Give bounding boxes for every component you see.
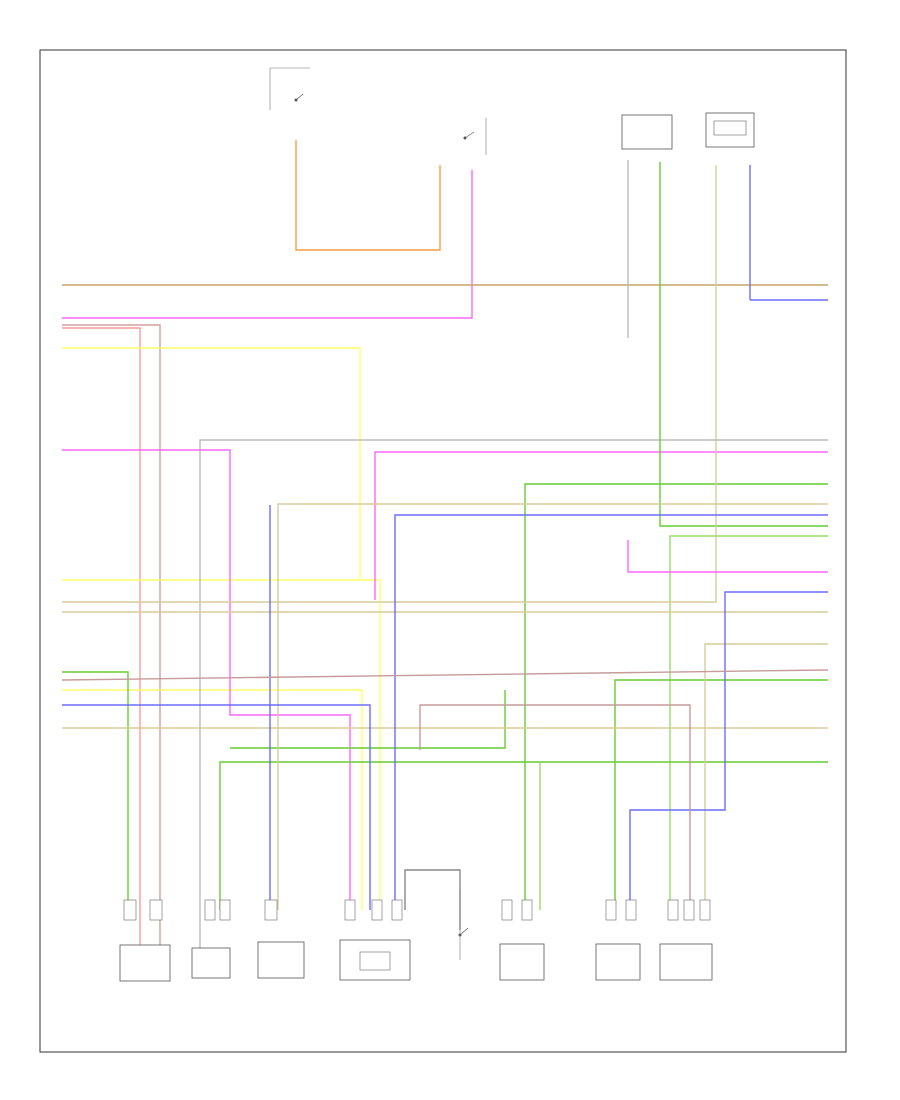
top-right-module-2-inner: [713, 120, 747, 136]
component-c2: [191, 947, 231, 979]
diagram-frame: [39, 49, 847, 1053]
wire-red-left: [62, 327, 141, 960]
wire-grey-left: [199, 439, 828, 950]
wire-green-3: [669, 535, 828, 910]
wire-tan-2: [62, 165, 717, 603]
component-c5-switch: [458, 890, 469, 960]
wire-blue-1: [394, 514, 828, 910]
wire-pink-low: [627, 540, 828, 573]
component-c1: [119, 944, 171, 982]
wire-pink-right: [374, 451, 828, 600]
wire-rose-left: [62, 324, 161, 960]
wire-green-low3: [230, 690, 506, 749]
component-c7: [595, 943, 641, 981]
wire-green-4: [614, 679, 828, 910]
wire-blue-2: [62, 704, 371, 910]
wire-rose-low: [61, 669, 829, 681]
wire-pink-mid: [62, 449, 351, 910]
wire-tan-right: [704, 643, 828, 910]
wire-green-2: [659, 162, 828, 527]
wire-blue-3: [629, 591, 828, 910]
component-c3: [257, 941, 305, 979]
component-c4-inner: [359, 951, 391, 971]
wire-rose-low2: [419, 704, 691, 910]
wire-yellow-short: [62, 689, 363, 910]
bottom-components: [119, 890, 713, 982]
wire-local-1: [404, 869, 461, 930]
wire-green-left: [62, 671, 129, 910]
top-switch-left: [269, 67, 310, 110]
top-switch-middle: [463, 118, 487, 155]
component-c6: [499, 943, 545, 981]
top-right-module-1: [621, 114, 673, 150]
wire-green-low: [219, 761, 828, 910]
component-c8: [659, 943, 713, 981]
wire-yellow-top: [62, 347, 361, 580]
wire-orange-loop: [295, 140, 441, 251]
wire-green-1: [524, 483, 828, 910]
wire-yellow-mid: [62, 579, 381, 910]
wire-tan-1: [277, 503, 828, 910]
wire-pink-top: [62, 170, 473, 319]
